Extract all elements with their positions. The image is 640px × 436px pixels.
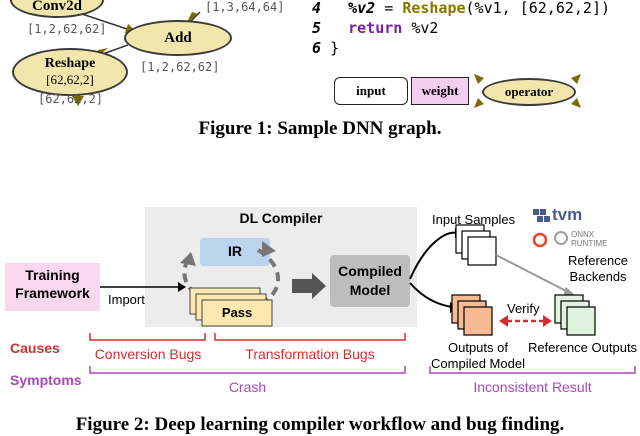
node-reshape-shape: [62,62,2] (46, 72, 94, 87)
code-line-number: 4 (312, 0, 322, 17)
tvm-logo: tvm (552, 205, 583, 224)
legend-operator-label: operator (504, 84, 554, 99)
figure2-caption: Figure 2: Deep learning compiler workflo… (75, 414, 565, 435)
pass-label: Pass (221, 305, 253, 320)
code-line-number: 5 (312, 19, 322, 37)
shape-label-add-out: [1,2,62,62] (140, 60, 220, 74)
node-conv2d-label: Conv2d (31, 0, 83, 14)
legend-operator: operator (482, 78, 576, 106)
code-rest: } (330, 39, 340, 57)
figure2-diagram (5, 207, 636, 374)
reference-backends-label: Reference Backends (560, 253, 636, 285)
reference-backends-line1: Reference (568, 253, 628, 268)
causes-label: Causes (10, 340, 60, 356)
dl-compiler-title: DL Compiler (239, 210, 323, 226)
code-args: (%v1, [62,62,2]) (465, 0, 611, 17)
outputs-compiled-line2: Compiled Model (431, 356, 525, 371)
legend-operator-arrows (474, 74, 581, 108)
code-fn: Reshape (402, 0, 466, 17)
legend-weight: weight (411, 77, 469, 105)
input-samples-label: Input Samples (432, 212, 516, 227)
compiled-model-line2: Model (349, 282, 391, 298)
shape-label-conv-out: [1,2,62,62] (27, 22, 107, 36)
onnx-line1: ONNX (571, 230, 595, 239)
inconsistent-result-label: Inconsistent Result (473, 379, 592, 395)
training-framework-box: Training Framework (5, 266, 100, 302)
code-var: %v2 (348, 0, 376, 17)
outputs-compiled-label: Outputs of Compiled Model (418, 340, 538, 372)
node-add: Add (124, 20, 232, 56)
shape-label-reshape-out: [62,62,2] (38, 92, 104, 106)
node-reshape: Reshape [62,62,2] (12, 48, 128, 96)
code-line-5: 5 return %v2 (312, 19, 438, 37)
transformation-bugs-label: Transformation Bugs (245, 346, 375, 362)
symptoms-label: Symptoms (10, 372, 82, 388)
onnx-runtime-logo: ONNX RUNTIME (571, 230, 607, 248)
reference-outputs-label: Reference Outputs (527, 340, 638, 355)
figure1-caption: Figure 1: Sample DNN graph. (198, 118, 442, 139)
conversion-bugs-label: Conversion Bugs (94, 346, 202, 362)
code-eq: = (375, 0, 403, 17)
ir-label: IR (228, 243, 242, 259)
compiled-model-box: Compiled Model (330, 262, 410, 300)
shape-label-top-right: [1,3,64,64] (205, 0, 285, 14)
legend-input: input (334, 77, 408, 105)
outputs-compiled-line1: Outputs of (448, 340, 508, 355)
training-framework-line1: Training (25, 267, 80, 283)
import-label: Import (108, 292, 145, 307)
compiled-model-line1: Compiled (338, 263, 402, 279)
code-line-number: 6 (312, 39, 322, 57)
legend-input-label: input (356, 83, 386, 98)
code-line-4: 4 %v2 = Reshape(%v1, [62,62,2]) (312, 0, 610, 17)
node-add-label: Add (164, 29, 192, 46)
crash-label: Crash (228, 379, 267, 395)
code-rest: %v2 (402, 19, 439, 37)
legend-weight-label: weight (421, 83, 459, 98)
verify-label: Verify (507, 301, 540, 316)
code-keyword: return (348, 19, 403, 37)
node-reshape-label: Reshape (44, 56, 96, 71)
training-framework-line2: Framework (15, 285, 90, 301)
onnx-line2: RUNTIME (571, 239, 608, 248)
code-line-6: 6 } (312, 39, 339, 57)
reference-backends-line2: Backends (569, 269, 627, 284)
